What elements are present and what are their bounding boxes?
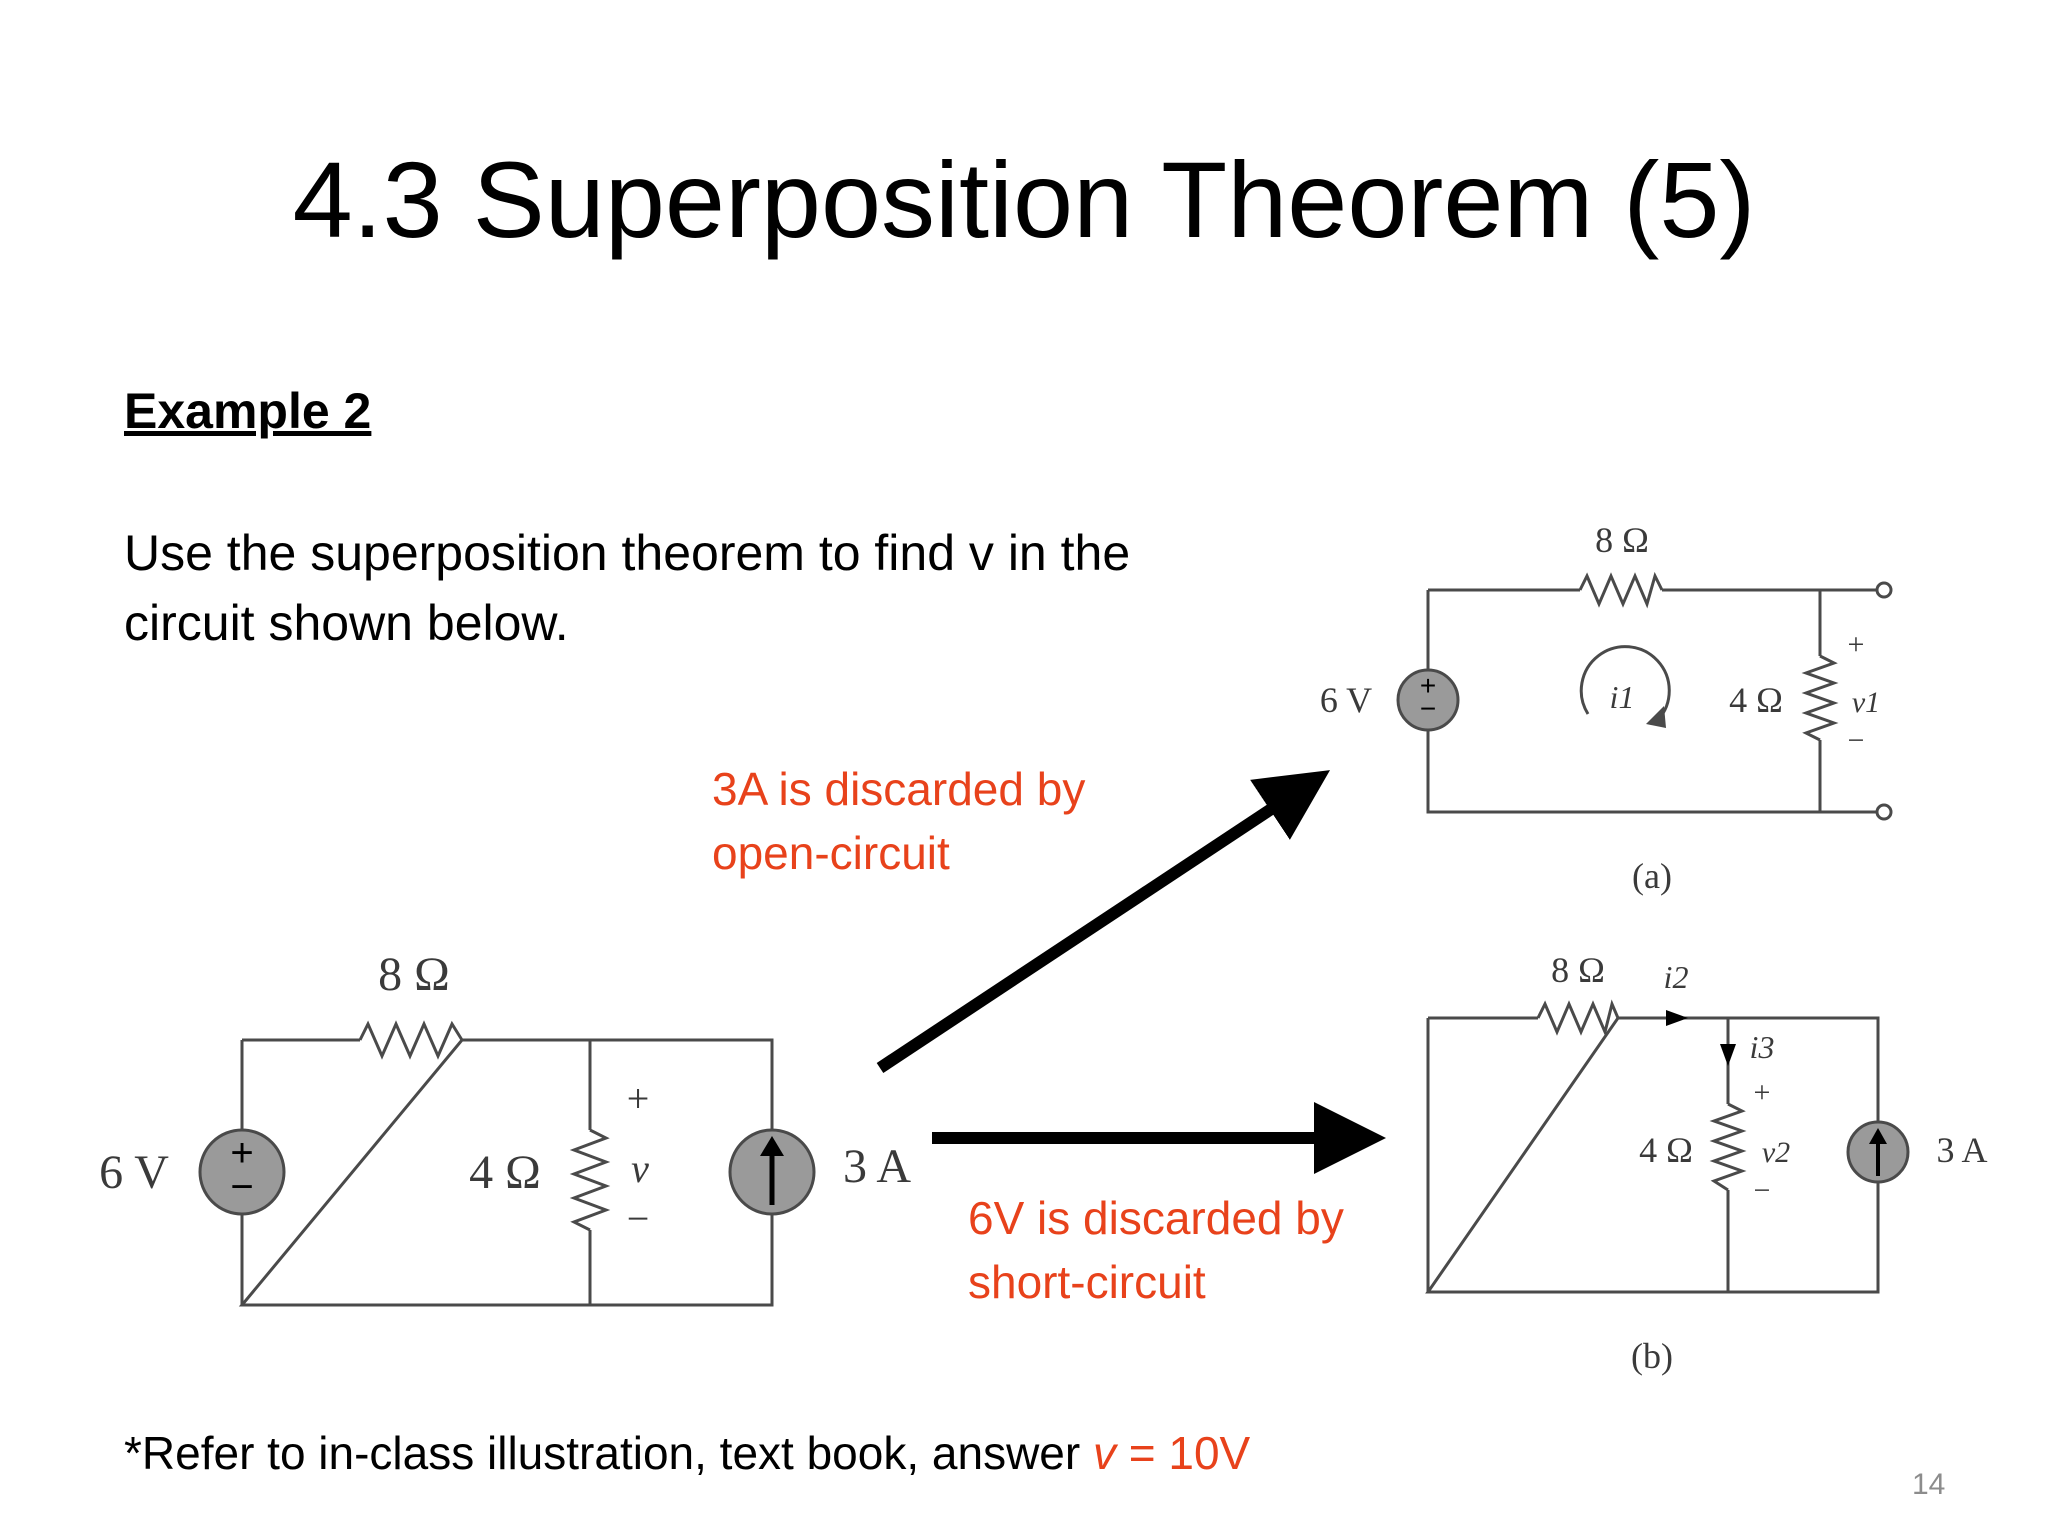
main-v-plus: + <box>627 1076 650 1121</box>
footer-answer-var: v <box>1092 1427 1116 1479</box>
main-v-label: v <box>631 1146 649 1191</box>
main-resistor-8ohm <box>358 1020 464 1060</box>
problem-line-1: Use the superposition theorem to find v … <box>124 525 1131 581</box>
footer-prefix: *Refer to in-class illustration, text bo… <box>124 1427 1093 1479</box>
circuit-a-v1-minus: − <box>1848 724 1865 757</box>
circuit-a-i1-label: i1 <box>1610 679 1635 715</box>
main-vs-minus: − <box>230 1165 253 1209</box>
footer-answer: v = 10V <box>1093 1427 1250 1479</box>
circuit-a-resistor-8ohm <box>1578 571 1664 609</box>
note-b-line-2: short-circuit <box>968 1256 1206 1308</box>
note-short-circuit: 6V is discarded by short-circuit <box>968 1186 1344 1314</box>
note-a-line-2: open-circuit <box>712 827 950 879</box>
circuit-b-i3-arrow-icon <box>1720 1044 1736 1066</box>
main-resistor-4ohm <box>569 1128 611 1232</box>
main-vs-plus: + <box>230 1131 253 1175</box>
circuit-a-r8-label: 8 Ω <box>1595 520 1649 560</box>
circuit-b-3a-label: 3 A <box>1936 1130 1987 1170</box>
main-current-arrow-icon <box>760 1136 784 1156</box>
circuit-b-i3-label: i3 <box>1750 1029 1775 1065</box>
circuit-b-current-source <box>1846 1120 1910 1184</box>
circuit-a-bottom-wire <box>1426 590 1876 814</box>
circuit-a-r4-label: 4 Ω <box>1729 680 1783 720</box>
circuit-b-current-arrow-icon <box>1869 1128 1887 1144</box>
circuit-b-v2-minus: − <box>1754 1174 1771 1207</box>
circuit-b-v2-plus: + <box>1754 1076 1771 1109</box>
circuit-a-terminal-top <box>1875 581 1893 599</box>
circuit-a-v1-plus: + <box>1848 628 1865 661</box>
arrow-to-circuit-a <box>876 770 1331 1074</box>
example-heading: Example 2 <box>124 383 372 439</box>
circuit-a-6v-label: 6 V <box>1320 680 1372 720</box>
circuit-b-r8-label: 8 Ω <box>1551 950 1605 990</box>
circuit-b-v2-label: v2 <box>1762 1136 1790 1169</box>
note-open-circuit: 3A is discarded by open-circuit <box>712 757 1085 885</box>
circuit-b-resistor-8ohm <box>1536 999 1620 1037</box>
footer-note: *Refer to in-class illustration, text bo… <box>124 1426 1250 1480</box>
problem-statement: Use the superposition theorem to find v … <box>124 518 1130 658</box>
circuit-b-i2-arrow-icon <box>1666 1010 1688 1026</box>
main-current-source <box>728 1128 816 1216</box>
main-6v-label: 6 V <box>99 1146 169 1199</box>
problem-line-2: circuit shown below. <box>124 595 569 651</box>
footer-answer-value: = 10V <box>1115 1427 1251 1479</box>
main-voltage-source: + − <box>198 1128 286 1216</box>
circuit-a-mesh-arrow-icon <box>1646 706 1666 728</box>
circuit-b-r4-label: 4 Ω <box>1639 1130 1693 1170</box>
main-v-minus: − <box>627 1196 650 1241</box>
page-number: 14 <box>1912 1468 1946 1501</box>
circuit-a-caption: (a) <box>1632 856 1672 896</box>
circuit-a-mesh-arc <box>1579 645 1671 721</box>
circuit-a-vs-minus: − <box>1420 693 1436 724</box>
circuit-a-resistor-4ohm <box>1801 654 1839 742</box>
circuit-b-resistor-4ohm <box>1709 1102 1747 1192</box>
main-r8-label: 8 Ω <box>378 948 450 1001</box>
circuit-b-caption: (b) <box>1631 1336 1673 1376</box>
note-b-line-1: 6V is discarded by <box>968 1192 1344 1244</box>
circuit-a <box>1426 571 1893 821</box>
note-a-line-1: 3A is discarded by <box>712 763 1086 815</box>
circuit-a-voltage-source: + − <box>1396 668 1460 732</box>
circuit-b-i2-label: i2 <box>1664 959 1689 995</box>
main-3a-label: 3 A <box>843 1140 911 1193</box>
circuit-a-terminal-bottom <box>1875 803 1893 821</box>
main-r4-label: 4 Ω <box>469 1146 541 1199</box>
circuit-b-wires <box>1425 1016 1880 1294</box>
circuit-b <box>1425 999 1880 1294</box>
slide-title: 4.3 Superposition Theorem (5) <box>292 139 1756 260</box>
circuit-a-v1-label: v1 <box>1852 686 1880 719</box>
circuit-a-vs-plus: + <box>1420 670 1436 701</box>
